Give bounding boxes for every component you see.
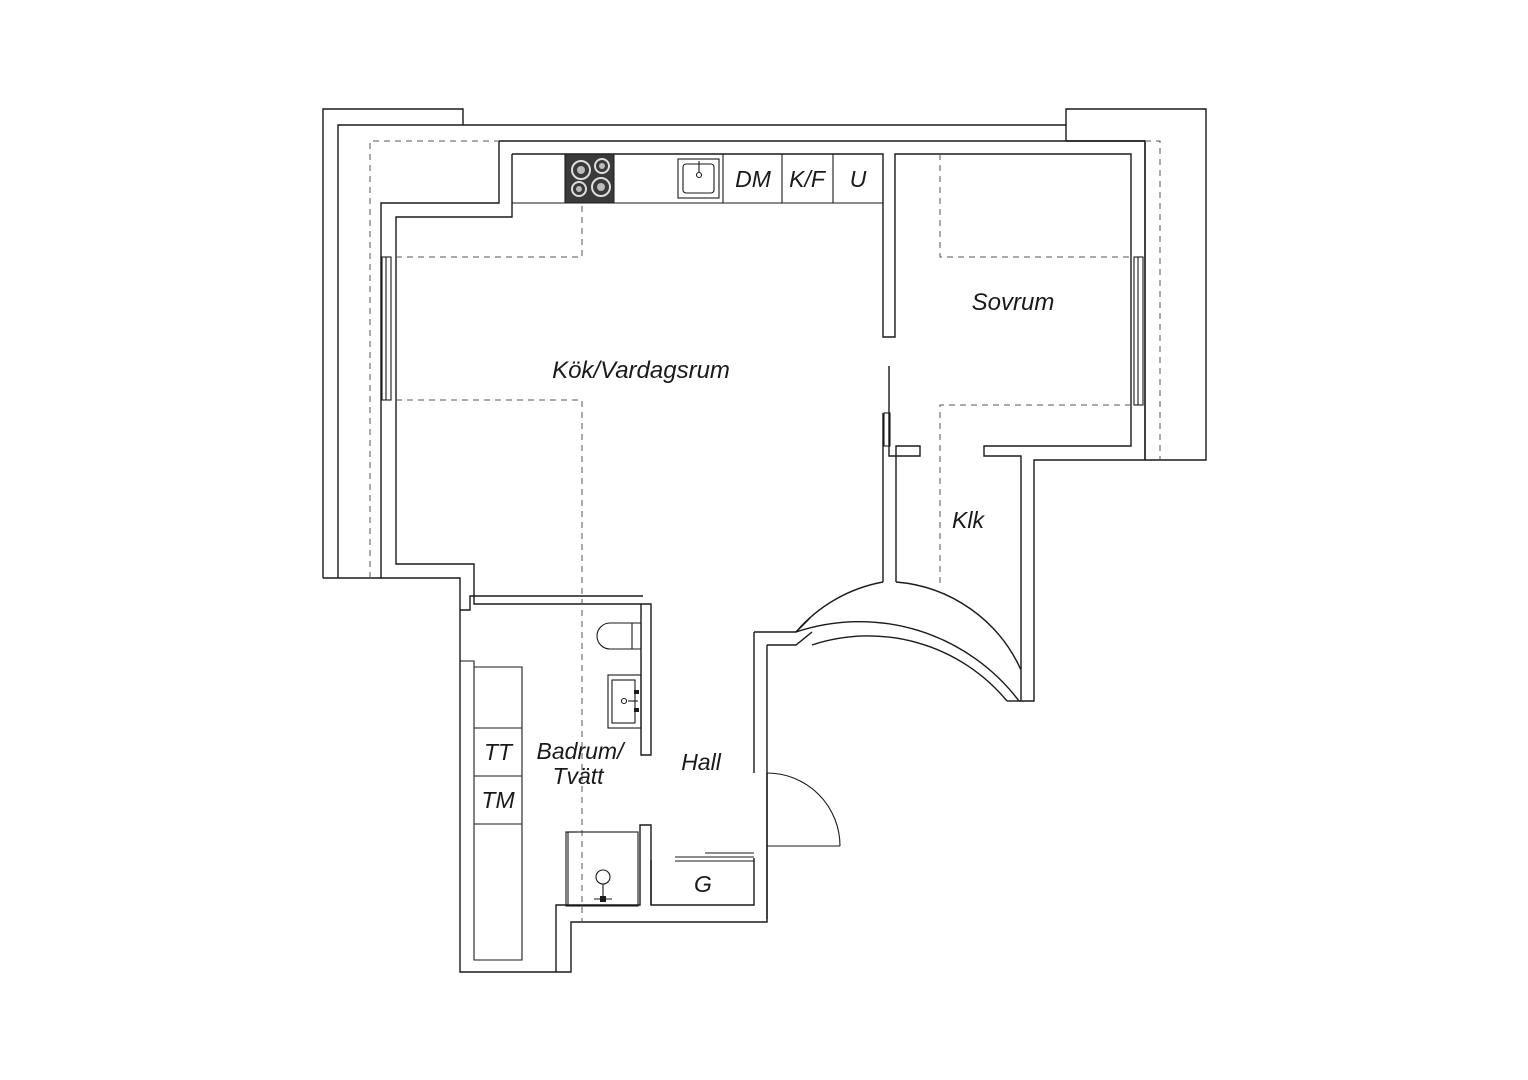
label-bedroom: Sovrum (972, 289, 1055, 316)
bedroom-door (883, 412, 891, 447)
label-bathroom-line1: Badrum/ (537, 738, 627, 764)
toilet-icon (596, 622, 641, 650)
label-fridge-freezer: K/F (789, 166, 827, 192)
label-bathroom-line2: Tvätt (552, 763, 605, 789)
bathroom-fixtures (460, 622, 652, 972)
label-wardrobe: G (694, 871, 712, 897)
stove-icon (564, 153, 615, 204)
label-tumble-dryer: TT (484, 739, 514, 765)
inner-walls (395, 153, 1132, 773)
wardrobe (650, 852, 755, 906)
curved-wall (795, 581, 1022, 702)
basin-icon (607, 674, 642, 729)
window-left (381, 256, 392, 401)
label-washing-machine: TM (481, 787, 515, 813)
label-walk-in-closet: Klk (952, 507, 985, 533)
kitchen-sink-icon (677, 158, 720, 199)
outer-walls (380, 140, 1146, 973)
dashed-lines (369, 140, 1161, 922)
label-kitchen-living: Kök/Vardagsrum (552, 357, 730, 384)
entrance-door (766, 772, 841, 847)
shower-icon (565, 831, 639, 907)
label-oven: U (850, 166, 867, 192)
window-right (1133, 256, 1144, 406)
label-hall: Hall (681, 749, 722, 775)
label-dishwasher: DM (735, 166, 772, 192)
